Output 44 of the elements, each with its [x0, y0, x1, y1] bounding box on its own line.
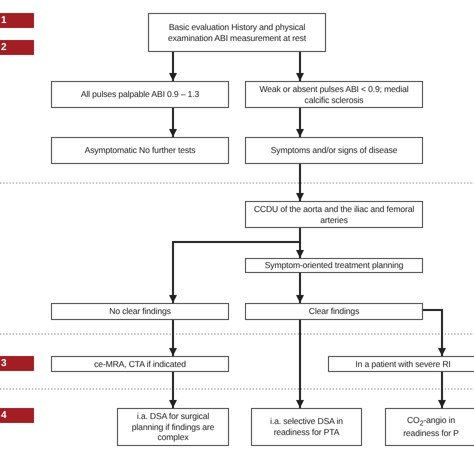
- process-box: [51, 356, 229, 372]
- box-text: All pulses palpable ABI 0.9 – 1.3: [80, 89, 200, 100]
- process-box: [51, 303, 229, 320]
- box-text: Asymptomatic No further tests: [84, 145, 196, 156]
- arrow: [169, 52, 177, 81]
- arrow: [438, 372, 446, 408]
- arrow: [296, 320, 304, 408]
- box-text: Weak or absent pulses ABI < 0.9; medial calcific sclerosis: [258, 84, 410, 106]
- process-box: [245, 137, 423, 164]
- arrow: [296, 273, 304, 303]
- box-text: In a patient with severe RI: [355, 358, 451, 370]
- process-box: [51, 137, 229, 164]
- level-tab: 3: [0, 356, 34, 371]
- box-text: i.a. DSA for surgical planning if findings are complex: [130, 410, 216, 444]
- arrow: [296, 108, 304, 137]
- process-box: [385, 408, 474, 446]
- box-text: CCDU of the aorta and the iliac and femoral arteries: [252, 204, 416, 226]
- arrow: [169, 372, 177, 408]
- arrow: [423, 309, 446, 356]
- process-box: [51, 81, 229, 108]
- box-text: Clear findings: [308, 306, 360, 317]
- process-box: [245, 258, 423, 273]
- level-tab: 2: [0, 40, 34, 55]
- box-text: ce-MRA, CTA if indicated: [94, 358, 186, 370]
- level-tab: 1: [0, 13, 34, 28]
- process-box: [245, 201, 423, 228]
- process-box: [117, 408, 229, 446]
- box-text: No clear findings: [109, 306, 171, 317]
- arrow: [169, 228, 301, 303]
- box-text: i.a. selective DSA in readiness for PTA: [269, 416, 344, 438]
- arrow: [169, 108, 177, 137]
- box-text: Symptoms and/or signs of disease: [270, 145, 398, 156]
- process-box: [245, 81, 423, 108]
- level-tab: 4: [0, 408, 34, 423]
- arrow: [169, 320, 177, 356]
- process-box: [245, 303, 423, 320]
- arrow: [296, 164, 304, 201]
- process-box: [148, 13, 326, 52]
- box-text: CO$_{2}$-angio in readiness for P: [402, 414, 460, 440]
- box-text: Symptom-oriented treatment planning: [264, 260, 404, 271]
- box-text: Basic evaluation History and physical examination ABI measurement at rest: [166, 22, 308, 44]
- process-box: [328, 356, 474, 372]
- arrow: [296, 52, 304, 81]
- process-box: [251, 408, 362, 446]
